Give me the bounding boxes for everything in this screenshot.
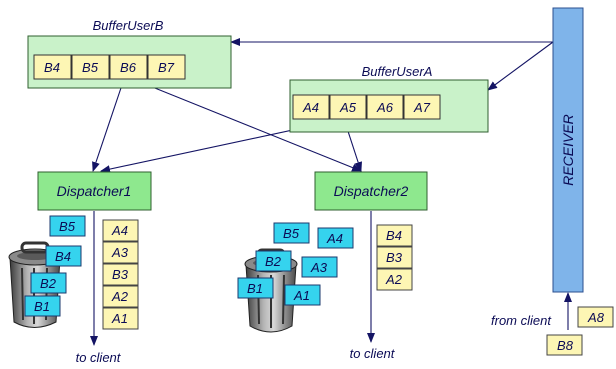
queue1-item-3 xyxy=(102,285,139,308)
trash1-item-2-label: B2 xyxy=(40,276,57,291)
arrow-receiver-to-buffer-a xyxy=(487,41,554,91)
queue2-item-1-label: B3 xyxy=(386,250,403,265)
dispatcher-1-label: Dispatcher1 xyxy=(57,183,132,199)
trash2-item-3 xyxy=(301,256,338,278)
dispatcher-2-label: Dispatcher2 xyxy=(334,183,409,199)
queue2-item-2 xyxy=(376,268,413,291)
receiver: RECEIVER xyxy=(552,7,584,293)
dispatcher-1-queue: A4 A3 B3 A2 A1 xyxy=(102,219,139,330)
queue2-item-2-label: A2 xyxy=(385,272,403,287)
buffer-a-cell-a7 xyxy=(403,94,441,120)
queue1-item-1-label: A3 xyxy=(111,245,129,260)
buffer-b-cell-b4-label: B4 xyxy=(44,60,60,75)
trash2-item-2-label: B2 xyxy=(265,254,282,269)
queue1-item-1 xyxy=(102,241,139,264)
buffer-a-cell-a5-label: A5 xyxy=(339,100,357,115)
trash1-item-0-label: B5 xyxy=(59,219,76,234)
trash2-item-5-label: A1 xyxy=(293,288,310,303)
queue2-item-0-label: B4 xyxy=(386,228,402,243)
trash1-item-3 xyxy=(24,295,61,317)
buffer-b-cell-b7-label: B7 xyxy=(158,60,175,75)
to-client-label-1: to client xyxy=(76,350,122,365)
dispatcher-2: Dispatcher2 xyxy=(314,171,428,211)
queue1-item-3-label: A2 xyxy=(111,289,129,304)
incoming-item-0-label: A8 xyxy=(587,310,605,325)
buffer-b-cell-b5-label: B5 xyxy=(82,60,99,75)
from-client-label: from client xyxy=(491,313,552,328)
trash2-item-4-label: B1 xyxy=(247,281,263,296)
to-client-label-2: to client xyxy=(350,346,396,361)
buffer-user-b: BufferUserB B4 B5 B6 B7 xyxy=(27,18,232,89)
buffer-a-cell-a7-label: A7 xyxy=(413,100,431,115)
buffer-b-cell-b7 xyxy=(147,54,186,80)
trash2-item-3-label: A3 xyxy=(310,260,328,275)
trash-1-items: B5 B4 B2 B1 xyxy=(24,215,86,317)
dispatcher-2-box xyxy=(314,171,428,211)
arrow-b6-to-dispatcher2 xyxy=(124,75,362,172)
trash2-item-0 xyxy=(273,222,310,244)
buffer-b-cell-b6 xyxy=(109,54,148,80)
trash1-item-1-label: B4 xyxy=(55,249,71,264)
queue1-item-2 xyxy=(102,263,139,286)
trash2-item-0-label: B5 xyxy=(283,226,300,241)
buffer-a-cell-a6 xyxy=(366,94,404,120)
buffer-b-cell-b4 xyxy=(33,54,72,80)
trash1-item-0 xyxy=(49,215,86,237)
queue1-item-4 xyxy=(102,307,139,330)
buffer-user-b-title: BufferUserB xyxy=(93,18,164,33)
trash2-item-1 xyxy=(317,227,354,249)
buffer-a-cell-a4-label: A4 xyxy=(302,100,319,115)
trash-2-items: B5 A4 B2 A3 B1 A1 xyxy=(237,222,354,306)
trash2-item-5 xyxy=(284,284,321,306)
trash1-item-1 xyxy=(45,245,82,267)
buffer-b-cell-b6-label: B6 xyxy=(120,60,137,75)
incoming-item-1-label: B8 xyxy=(557,338,574,353)
incoming-item-0 xyxy=(577,306,614,328)
buffer-a-cell-a6-label: A6 xyxy=(376,100,394,115)
queue1-item-2-label: B3 xyxy=(112,267,129,282)
arrow-b5-to-dispatcher1 xyxy=(92,75,126,172)
receiver-box xyxy=(552,7,584,293)
queue1-item-0 xyxy=(102,219,139,242)
buffer-b-cell-b5 xyxy=(71,54,110,80)
dispatcher-1-box xyxy=(37,171,152,211)
buffer-user-a: BufferUserA A4 A5 A6 A7 xyxy=(289,64,489,133)
queue1-item-0-label: A4 xyxy=(111,223,128,238)
buffer-a-cell-a5 xyxy=(329,94,367,120)
buffer-user-a-title: BufferUserA xyxy=(362,64,433,79)
queue2-item-1 xyxy=(376,246,413,269)
incoming-messages: A8 B8 xyxy=(546,306,614,356)
queue1-item-4-label: A1 xyxy=(111,311,128,326)
dispatcher-2-queue: B4 B3 A2 xyxy=(376,224,413,291)
incoming-item-1 xyxy=(546,334,583,356)
receiver-label: RECEIVER xyxy=(560,114,576,186)
queue2-item-0 xyxy=(376,224,413,247)
trash1-item-2 xyxy=(30,272,67,294)
trash2-item-1-label: A4 xyxy=(326,231,343,246)
trash1-item-3-label: B1 xyxy=(34,299,50,314)
buffer-a-cell-a4 xyxy=(292,94,330,120)
trash2-item-4 xyxy=(237,277,274,299)
trash2-item-2 xyxy=(255,250,292,272)
dispatcher-1: Dispatcher1 xyxy=(37,171,152,211)
